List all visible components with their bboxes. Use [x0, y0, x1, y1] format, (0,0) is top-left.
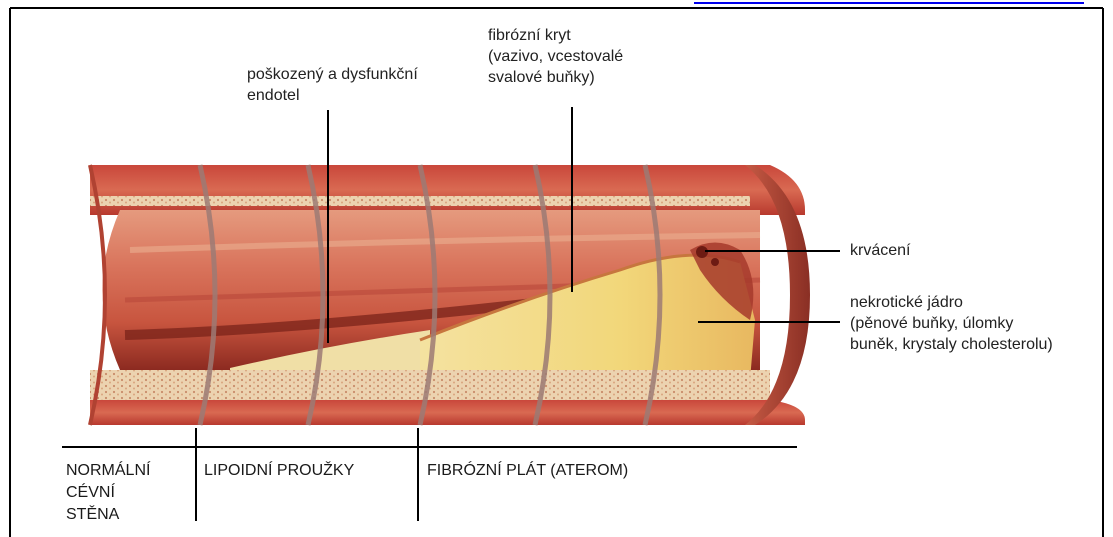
stage-fibrous-plaque: FIBRÓZNÍ PLÁT (ATEROM) [427, 460, 628, 482]
top-bar [0, 0, 1113, 8]
artery-top-wall [90, 165, 805, 215]
stage-fatty-streaks: LIPOIDNÍ PROUŽKY [204, 460, 354, 482]
label-fibrous-cap: fibrózní kryt (vazivo, vcestovalé svalov… [488, 25, 623, 88]
artery-segments [90, 165, 810, 425]
stage-normal-wall: NORMÁLNÍ CÉVNÍ STĚNA [66, 460, 150, 526]
label-endothelium: poškozený a dysfunkční endotel [247, 64, 418, 106]
top-link-underline[interactable] [694, 0, 1084, 4]
label-necrotic-core: nekrotické jádro (pěnové buňky, úlomky b… [850, 292, 1053, 355]
label-hemorrhage: krvácení [850, 240, 910, 261]
artery-bottom-wall [90, 400, 805, 425]
